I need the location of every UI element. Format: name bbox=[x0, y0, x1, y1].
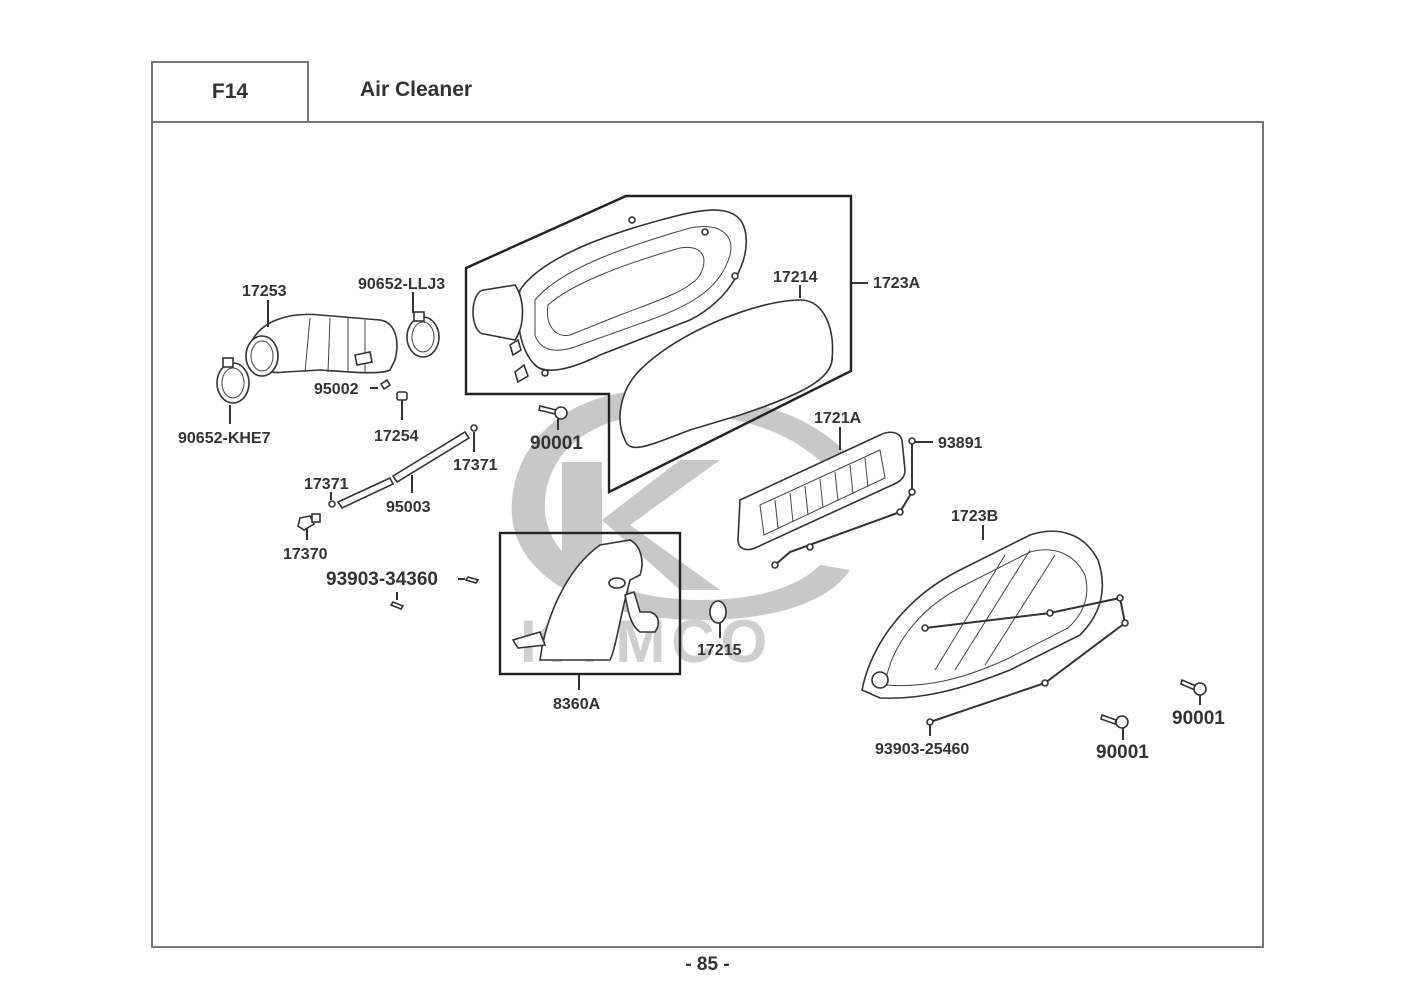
page-number: - 85 - bbox=[685, 954, 730, 975]
air-cleaner-case bbox=[472, 209, 747, 384]
screw-93903-25460-5 bbox=[1041, 679, 1049, 687]
screw-93903-34360-b bbox=[389, 601, 405, 610]
callout-95003: 95003 bbox=[386, 499, 431, 516]
clip-17371-left bbox=[328, 500, 336, 508]
hose-clamp-90652-KHE7 bbox=[216, 357, 250, 404]
callout-1721A: 1721A bbox=[814, 410, 862, 427]
screw-93891-2 bbox=[908, 488, 916, 496]
callout-17215: 17215 bbox=[697, 642, 742, 659]
callout-95002: 95002 bbox=[314, 381, 359, 398]
intake-tube bbox=[245, 313, 398, 377]
cap-17254 bbox=[396, 391, 408, 401]
callout-8360A: 8360A bbox=[553, 696, 601, 713]
screw-93903-25460-1 bbox=[921, 624, 929, 632]
bolt-90001-right-head bbox=[1193, 682, 1207, 696]
bolt-90001-bottom-head bbox=[1115, 715, 1129, 729]
section-code: F14 bbox=[151, 61, 309, 121]
screw-93903-25460-6 bbox=[926, 718, 934, 726]
page-title: Air Cleaner bbox=[360, 78, 473, 101]
screw-93903-25460-3 bbox=[1116, 594, 1124, 602]
callout-17254: 17254 bbox=[374, 428, 419, 445]
callout-17371-left: 17371 bbox=[304, 476, 349, 493]
screw-connection-93903-25460 bbox=[924, 596, 1127, 723]
callout-90001-right: 90001 bbox=[1172, 708, 1225, 729]
clip-95002 bbox=[379, 378, 392, 391]
callout-17370: 17370 bbox=[283, 546, 328, 563]
screw-93903-34360-a bbox=[464, 576, 480, 584]
screw-93903-25460-2 bbox=[1046, 609, 1054, 617]
air-cleaner-element bbox=[737, 431, 906, 551]
screw-93891-4 bbox=[806, 543, 814, 551]
callout-1723A: 1723A bbox=[873, 275, 921, 292]
air-cleaner-cover bbox=[861, 530, 1104, 700]
clip-17371-right bbox=[470, 424, 478, 432]
bolt-90001-center-head bbox=[554, 406, 568, 420]
screw-93891-3 bbox=[896, 508, 904, 516]
callout-93903-25460: 93903-25460 bbox=[875, 741, 969, 758]
callout-17253: 17253 bbox=[242, 283, 287, 300]
callout-90001-center: 90001 bbox=[530, 433, 583, 454]
watermark-k-arms bbox=[602, 460, 720, 590]
bolt-90001-bottom-shaft bbox=[1100, 713, 1117, 726]
air-duct-assembly bbox=[511, 539, 660, 661]
callout-93891: 93891 bbox=[938, 435, 983, 452]
screw-93891-5 bbox=[771, 561, 779, 569]
group-box-8360A bbox=[498, 531, 682, 676]
drain-tube-upper bbox=[391, 430, 471, 484]
group-box-1723A bbox=[464, 194, 853, 494]
callout-90001-bottom: 90001 bbox=[1096, 742, 1149, 763]
callout-93903-34360: 93903-34360 bbox=[326, 569, 438, 590]
screw-93903-25460-4 bbox=[1121, 619, 1129, 627]
bolt-90001-center-shaft bbox=[538, 405, 557, 415]
packing-gasket bbox=[619, 299, 834, 449]
drain-plug-tip bbox=[311, 513, 321, 523]
callout-90652-LLJ3: 90652-LLJ3 bbox=[358, 276, 445, 293]
drain-tube-lower bbox=[336, 476, 395, 510]
callout-17371-right: 17371 bbox=[453, 457, 498, 474]
drain-plug-17370 bbox=[297, 515, 316, 531]
clamp-17215 bbox=[709, 600, 727, 624]
diagram-frame bbox=[151, 121, 1264, 948]
callout-17214: 17214 bbox=[773, 269, 818, 286]
screw-93891-1 bbox=[908, 437, 916, 445]
hose-clamp-90652-LLJ3 bbox=[406, 311, 440, 358]
callout-1723B: 1723B bbox=[951, 508, 998, 525]
callout-90652-KHE7: 90652-KHE7 bbox=[178, 430, 271, 447]
